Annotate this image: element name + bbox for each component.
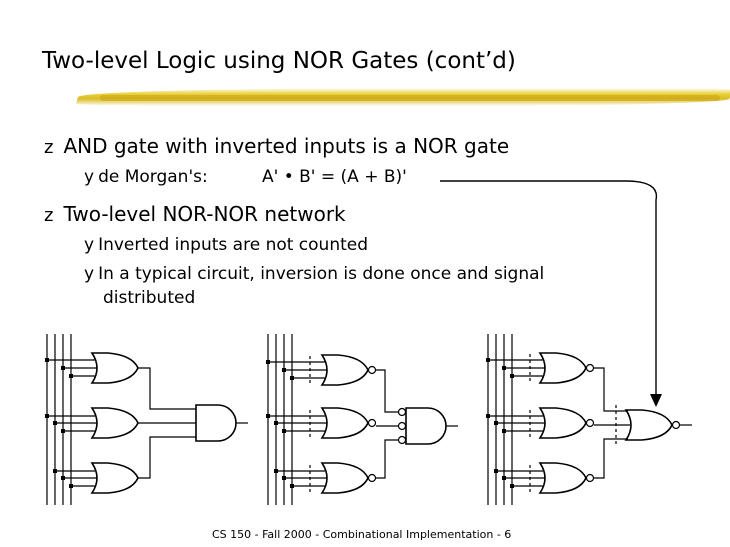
nor-bubble (367, 365, 377, 375)
circuit-and-or (45, 334, 248, 505)
nor-gate-3 (321, 462, 369, 494)
or-gate-1 (91, 352, 139, 384)
circuit-nor-and (266, 334, 458, 505)
sub-bullet-text: Inverted inputs are not counted (98, 235, 369, 255)
nor-gate-a (539, 352, 587, 384)
and-gate-output (195, 404, 237, 442)
nor-gate-c (539, 462, 587, 494)
sub-bullet-marker: y (84, 235, 95, 255)
sub-bullet-marker: y (84, 264, 95, 284)
bullet-and-gate: z AND gate with inverted inputs is a NOR … (44, 134, 509, 158)
nor-gate-2 (321, 407, 369, 439)
slide-footer: CS 150 - Fall 2000 - Combinational Imple… (212, 528, 512, 541)
circuit-nor-nor (486, 334, 692, 505)
title-underline-accent (100, 95, 720, 101)
bullet-text: AND gate with inverted inputs is a NOR g… (63, 134, 510, 158)
nor-gate-b (539, 407, 587, 439)
or-gate-2 (91, 407, 139, 439)
and-gate-inverted-inputs (405, 407, 447, 445)
bullet-nor-nor: z Two-level NOR-NOR network (44, 202, 346, 226)
nor-gate-1 (321, 354, 369, 386)
de-morgan-formula: A' • B' = (A + B)' (262, 167, 407, 187)
nor-gate-output (625, 409, 673, 441)
bullet-marker: z (44, 205, 54, 226)
slide-title: Two-level Logic using NOR Gates (cont’d) (42, 48, 516, 74)
or-gate-3 (91, 462, 139, 494)
sub-bullet-continuation: distributed (103, 288, 196, 308)
sub-bullet-text: de Morgan's: (98, 167, 208, 187)
bullet-marker: z (44, 137, 54, 158)
formula-arrow (440, 180, 662, 407)
sub-bullet-marker: y (84, 167, 95, 187)
sub-bullet-text: In a typical circuit, inversion is done … (98, 264, 545, 284)
bullet-text: Two-level NOR-NOR network (63, 202, 346, 226)
